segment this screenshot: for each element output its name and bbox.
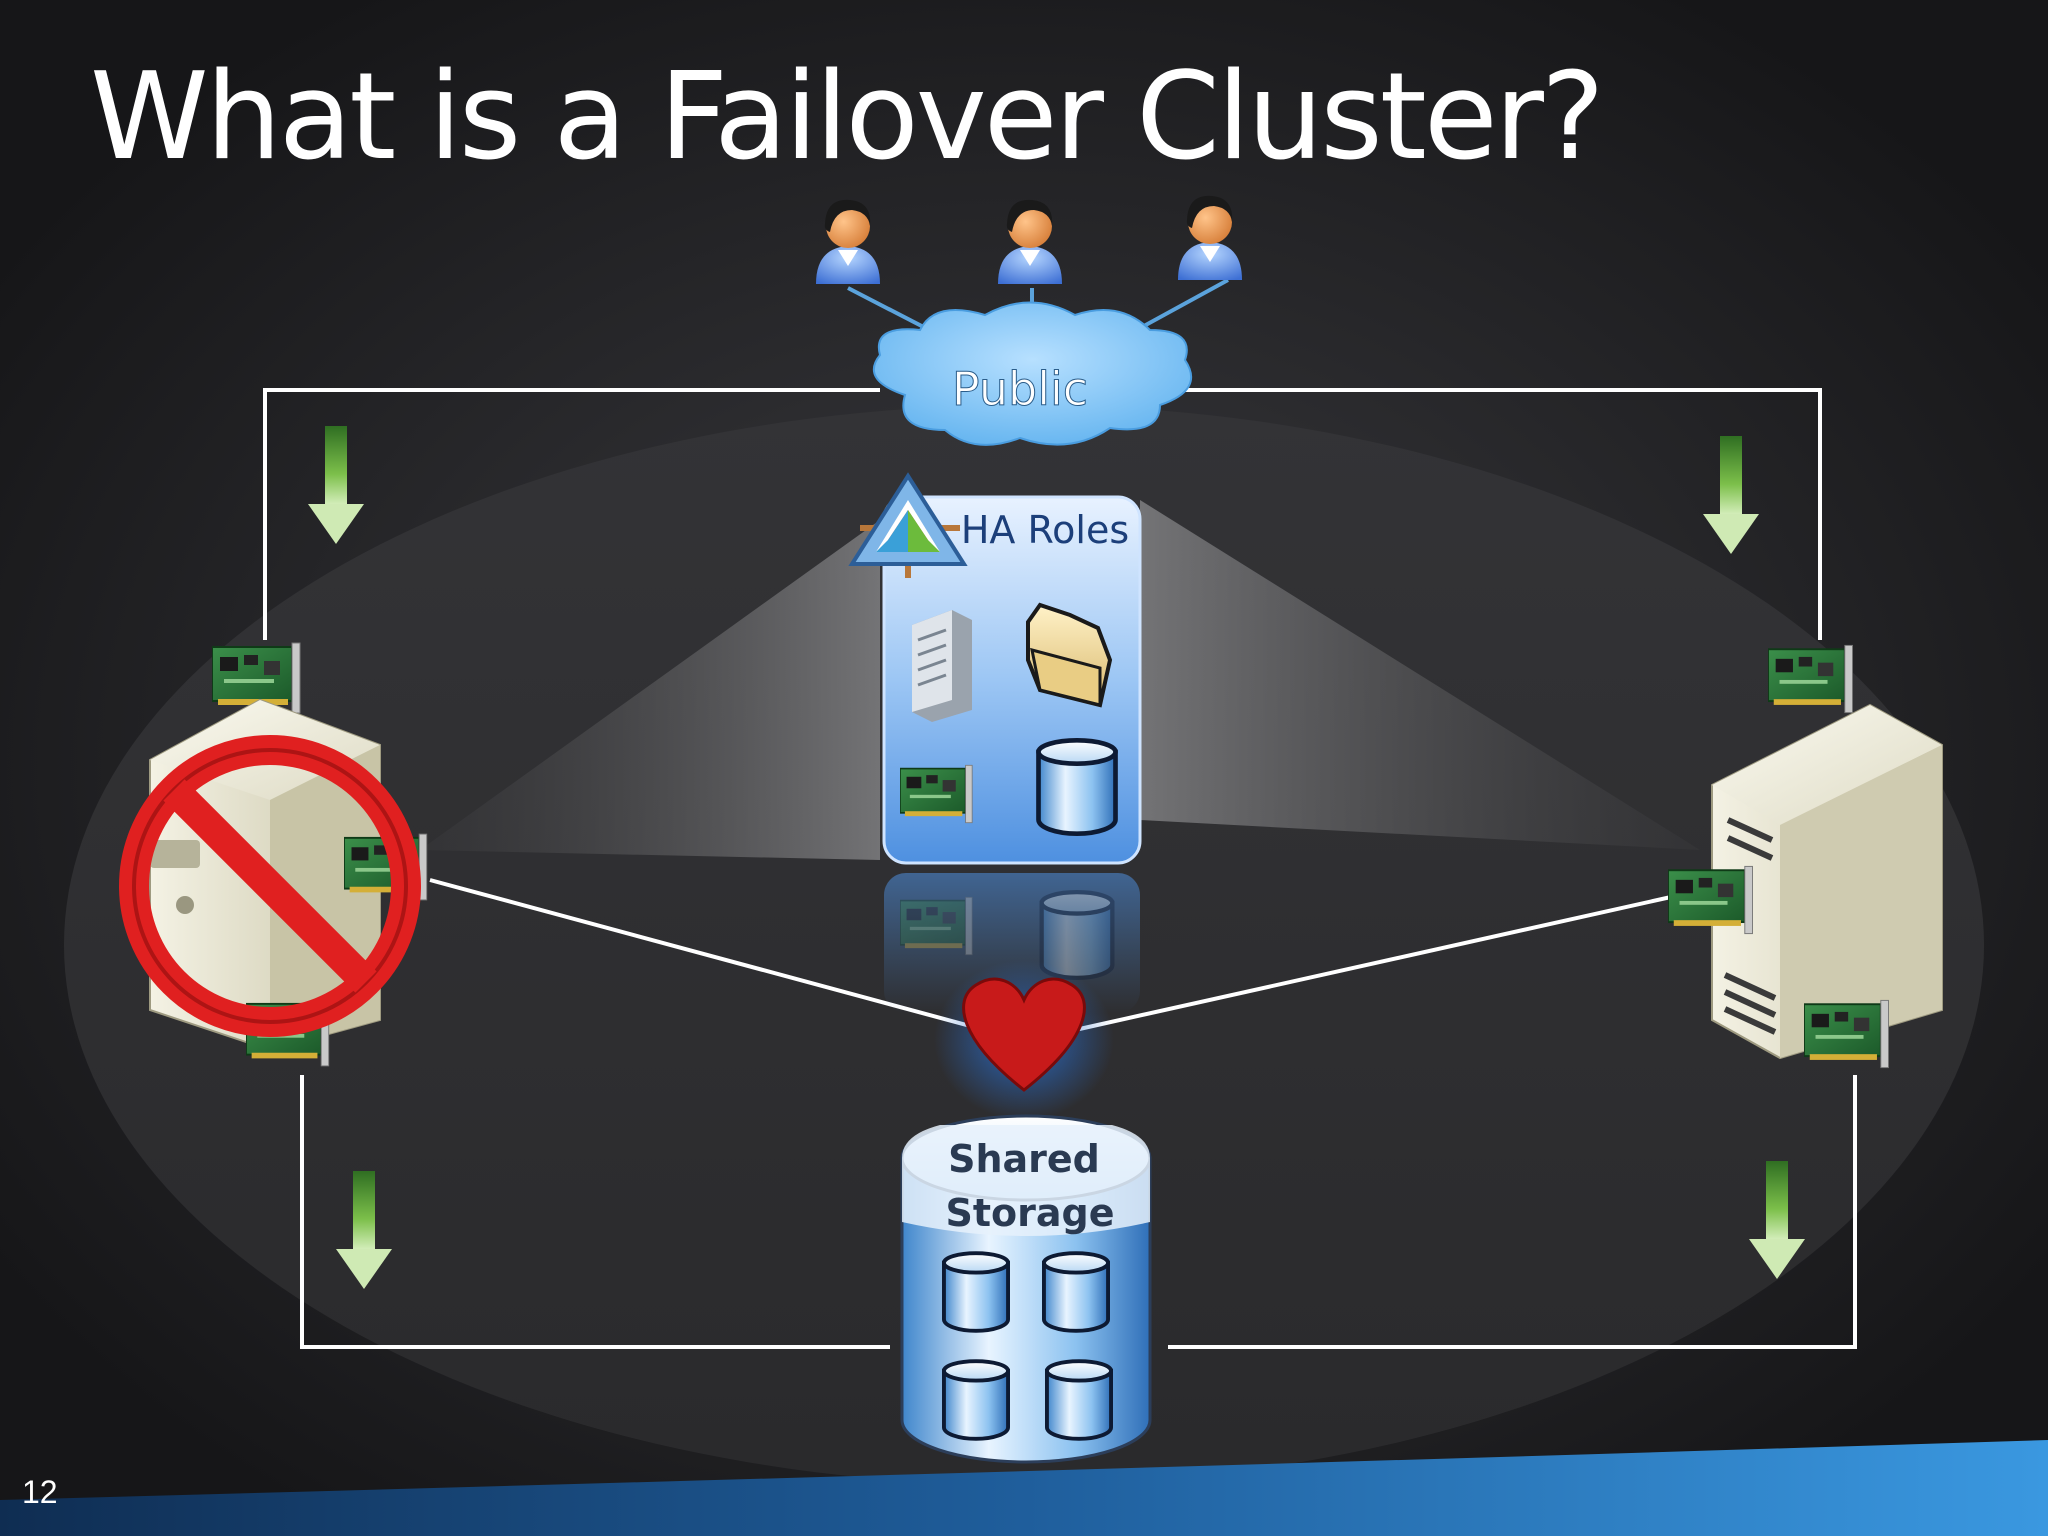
folder-icon — [1026, 602, 1113, 708]
network-card-icon — [1668, 865, 1754, 935]
network-card-icon — [1804, 999, 1890, 1069]
left-storage-connector — [300, 1075, 890, 1349]
disk-icon — [942, 1359, 1010, 1441]
network-card-icon — [1768, 644, 1854, 714]
failed-node — [119, 641, 428, 1068]
network-card-icon — [900, 896, 974, 956]
right-heartbeat-line — [1074, 893, 1681, 1032]
ha-roles-label: HA Roles — [961, 508, 1129, 552]
heart-icon — [962, 977, 1086, 1092]
shared-storage-label-line1: Shared — [948, 1137, 1100, 1181]
disk-icon — [1045, 1359, 1113, 1441]
cluster-logo-icon — [848, 472, 968, 578]
database-icon — [1039, 740, 1116, 833]
network-card-icon — [900, 764, 974, 824]
disk-icon — [1042, 1251, 1110, 1333]
right-light-beam — [1140, 500, 1700, 850]
slide-title: What is a Failover Cluster? — [90, 48, 1605, 187]
shared-storage-label-line2: Storage — [946, 1191, 1115, 1235]
public-network-label: Public — [952, 362, 1088, 416]
slide-number: 12 — [22, 1474, 58, 1510]
cloud-icon — [872, 301, 1193, 446]
server-icon — [912, 610, 972, 722]
disk-icon — [942, 1251, 1010, 1333]
left-light-beam — [420, 520, 880, 860]
footer-accent-bar — [0, 1440, 2048, 1536]
prohibited-icon — [119, 735, 421, 1037]
server-tower-icon — [1711, 703, 1943, 1060]
active-node — [1668, 644, 1943, 1069]
left-public-connector — [263, 388, 880, 640]
right-storage-connector — [1168, 1075, 1857, 1349]
right-public-connector — [1180, 388, 1822, 640]
